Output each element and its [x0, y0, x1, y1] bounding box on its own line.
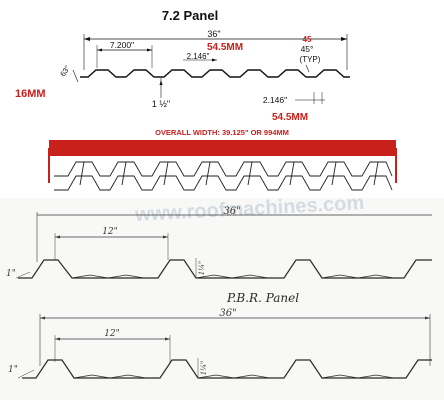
top-flat-mm-label: 54.5MM — [207, 42, 243, 53]
height-mm-label: 16MM — [15, 88, 46, 100]
arrow-left-icon — [97, 48, 102, 52]
angle-leader — [305, 64, 310, 73]
top-flat-label: 2.146" — [187, 52, 210, 61]
lower-overall-label: 36" — [219, 308, 236, 319]
arrow-right-icon — [165, 337, 170, 341]
overall-width-bar — [49, 140, 396, 156]
bottom-flat-label: 2.146" — [263, 95, 287, 105]
arrow-left-icon — [84, 37, 90, 41]
arrow-right-icon — [212, 58, 217, 62]
angle-red-label: 45 — [303, 35, 312, 44]
scan-background — [0, 198, 444, 400]
panel-3d-rendering — [54, 161, 393, 191]
arrow-right-icon — [341, 37, 347, 41]
overall-width-label: OVERALL WIDTH: 39.125" OR 994MM — [155, 128, 289, 137]
pbr-lower-profile — [22, 359, 432, 379]
arrow-right-icon — [163, 235, 168, 239]
pbr-lower-minor-ribs — [73, 374, 395, 379]
overall-width-section: OVERALL WIDTH: 39.125" OR 994MM — [48, 128, 397, 191]
panel-72-profile — [80, 69, 350, 78]
lower-spacing-label: 12" — [104, 329, 120, 339]
upper-spacing-label: 12" — [102, 227, 118, 237]
lower-height-label: 1" — [8, 365, 18, 375]
pitch-dimension-label: 7.200" — [110, 40, 134, 50]
arrow-up-icon — [159, 80, 163, 85]
arrow-right-icon — [147, 48, 152, 52]
bottom-flat-mm-label: 54.5MM — [272, 112, 308, 123]
panel-72-title: 7.2 Panel — [162, 8, 218, 23]
upper-height-label: 1" — [6, 269, 16, 279]
pbr-panel-label: P.B.R. Panel — [226, 291, 299, 305]
pbr-upper-profile — [18, 259, 432, 279]
arrow-left-icon — [55, 235, 60, 239]
overall-dimension-label: 36" — [207, 29, 220, 39]
angle-label: 45° — [301, 44, 314, 54]
rib-height-label: 1 ½" — [152, 99, 170, 109]
pbr-sketch-section: www.roofmachines.com 36" 12" 1" 1¼" P.B.… — [0, 192, 444, 400]
angle-note: (TYP) — [300, 55, 321, 64]
lower-rib-label: 1¼" — [200, 361, 208, 375]
height-leader — [72, 69, 79, 83]
panel-72-section: 7.2 Panel 36" 7.200" 54.5MM 2.146" 45 45… — [15, 8, 350, 123]
height-label: 63" — [58, 64, 72, 78]
upper-overall-label: 36" — [223, 206, 240, 217]
upper-rib-label: 1¼" — [198, 261, 206, 275]
pbr-upper-minor-ribs — [71, 274, 395, 279]
arrow-right-icon — [425, 316, 430, 320]
arrow-left-icon — [40, 316, 45, 320]
arrow-left-icon — [55, 337, 60, 341]
